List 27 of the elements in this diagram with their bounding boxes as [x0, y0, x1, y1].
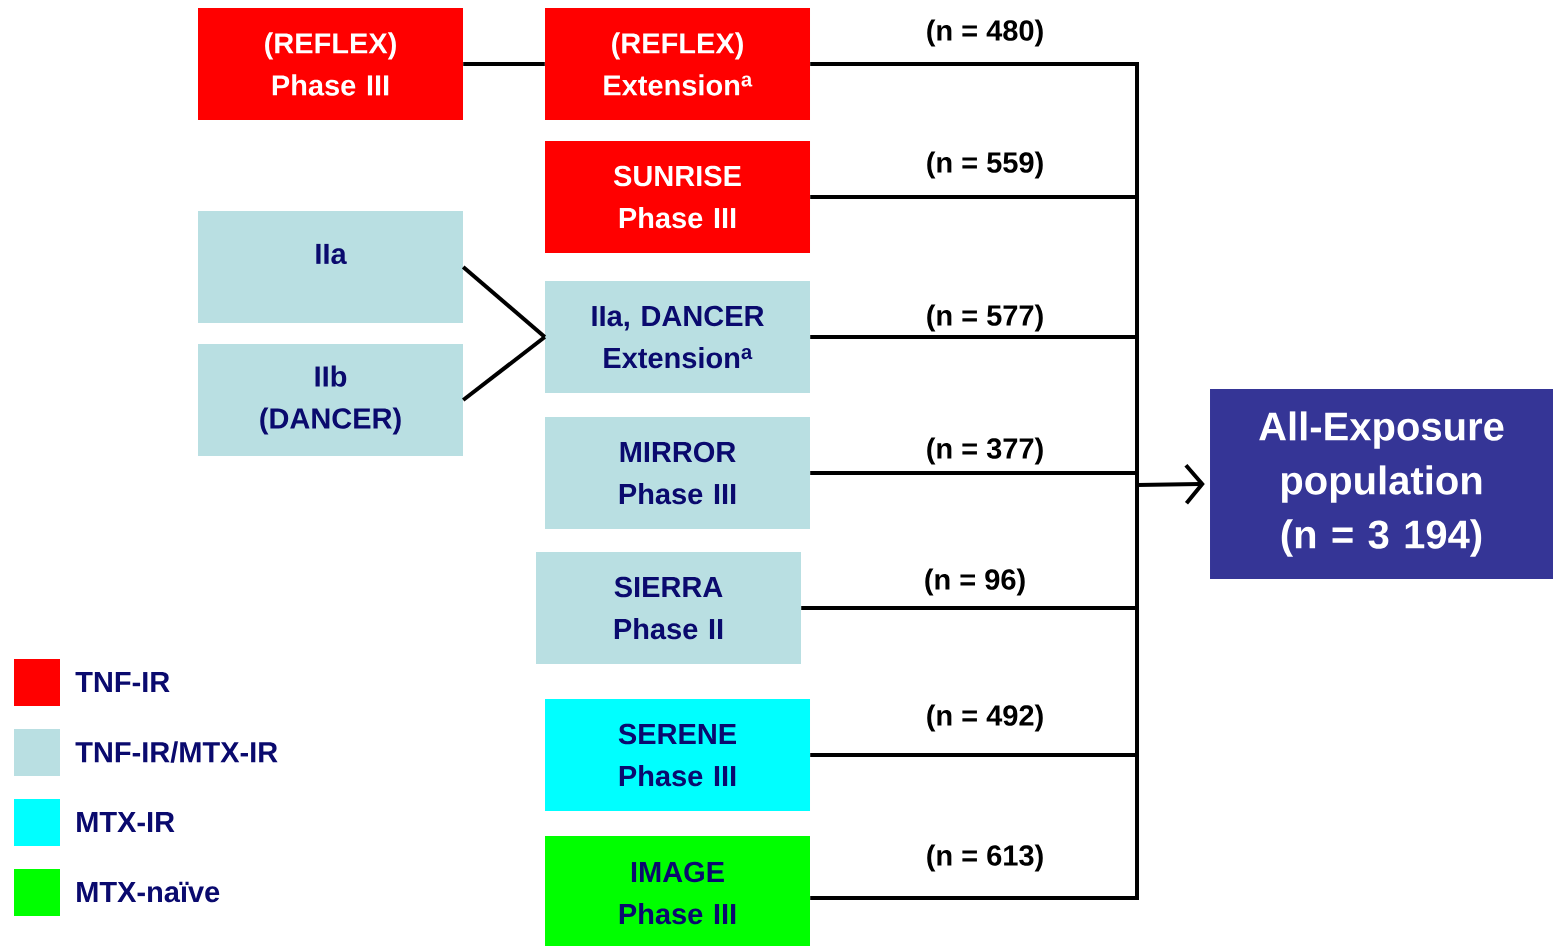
edge-label: (n = 577) — [927, 304, 1043, 332]
study-box: SUNRISE Phase III — [545, 141, 810, 253]
legend-label: TNF-IR/MTX-IR — [75, 741, 278, 763]
edge-label: (n = 559) — [927, 151, 1043, 179]
study-box: (REFLEX) Extension$^{a}$ — [545, 8, 810, 120]
connector — [463, 62, 545, 66]
edge-label: (n = 492) — [927, 704, 1043, 732]
legend-label: MTX-IR — [77, 812, 175, 832]
legend-label: TNF-IR — [75, 672, 170, 692]
study-box: IIb (DANCER) — [198, 344, 463, 456]
edge-label: (n = 480) — [927, 19, 1043, 47]
edge-label: (n = 377) — [927, 437, 1043, 465]
study-box: SERENE Phase III — [545, 699, 810, 811]
connector — [461, 265, 547, 339]
study-box: MIRROR Phase III — [545, 417, 810, 529]
study-box: IIa, DANCER Extension$^{a}$ — [545, 281, 810, 393]
connector — [462, 335, 547, 402]
study-box: IMAGE Phase III — [545, 836, 810, 946]
study-box: IIa — [198, 211, 463, 323]
study-box: SIERRA Phase II — [536, 552, 801, 664]
edge-label: (n = 96) — [925, 568, 1025, 596]
connector — [810, 896, 1139, 900]
connector — [810, 62, 1139, 66]
result-box: All-Exposure population (n = 3 194) — [1210, 389, 1553, 579]
study-box: (REFLEX) Phase III — [198, 8, 463, 120]
legend-label: MTX-naïve — [77, 881, 220, 903]
edge-label: (n = 613) — [927, 844, 1043, 872]
